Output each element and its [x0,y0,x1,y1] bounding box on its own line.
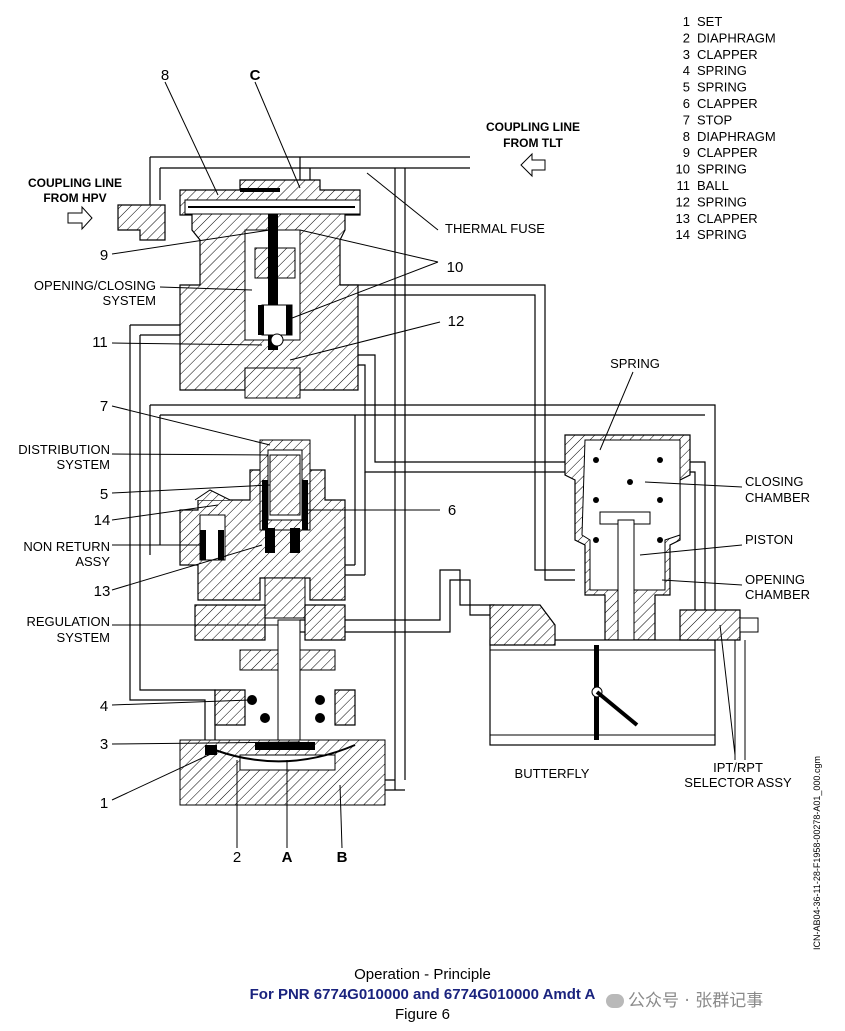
non-return-label-2: ASSY [75,554,110,569]
legend-name-4: SPRING [697,63,747,78]
legend-num-13: 13 [676,211,690,226]
legend-num-14: 14 [676,227,690,242]
distribution-assembly [179,439,346,619]
closing-chamber-label: CLOSING [745,474,804,489]
opening-chamber-label-2: CHAMBER [745,587,810,602]
legend-num-3: 3 [683,47,690,62]
butterfly-label: BUTTERFLY [515,766,590,781]
callout-3: 3 [100,736,108,753]
ipt-rpt-selector [679,609,759,760]
actuator [564,434,691,646]
legend-num-5: 5 [683,80,690,95]
ipt-rpt-label-2: SELECTOR ASSY [684,775,792,790]
legend-num-4: 4 [683,63,690,78]
callout-14: 14 [94,512,111,529]
callout-2: 2 [233,849,241,866]
legend-name-5: SPRING [697,80,747,95]
legend-num-8: 8 [683,129,690,144]
legend-num-1: 1 [683,14,690,29]
legend-name-11: BALL [697,178,729,193]
legend-num-10: 10 [676,162,690,177]
legend-name-13: CLAPPER [697,211,758,226]
legend-name-7: STOP [697,112,732,127]
distribution-label-2: SYSTEM [57,457,110,472]
icn-reference: ICN-AB04-36-11-28-F1958-00278-A01_000.cg… [812,756,822,950]
distribution-label: DISTRIBUTION [18,442,110,457]
spring-label: SPRING [610,356,660,371]
callout-11: 11 [92,334,108,351]
thermal-fuse-label: THERMAL FUSE [445,221,545,236]
legend-name-10: SPRING [697,162,747,177]
legend-name-3: CLAPPER [697,47,758,62]
opening-closing-body [117,179,361,399]
callout-9: 9 [100,247,108,264]
legend-name-2: DIAPHRAGM [697,30,776,45]
legend-name-9: CLAPPER [697,145,758,160]
callout-C: C [250,67,261,84]
legend-num-12: 12 [676,194,690,209]
callout-12: 12 [448,313,465,330]
legend-num-6: 6 [683,96,690,111]
legend-num-9: 9 [683,145,690,160]
callout-1: 1 [100,795,108,812]
coupling-tlt-label-2: FROM TLT [503,136,563,150]
legend-name-14: SPRING [697,227,747,242]
caption-title: Operation - Principle [354,966,491,983]
legend-num-7: 7 [683,112,690,127]
opening-closing-label: OPENING/CLOSING [34,278,156,293]
opening-closing-label-2: SYSTEM [103,293,156,308]
tlt-arrow-icon [520,152,546,178]
legend-name-1: SET [697,14,722,29]
coupling-hpv-label: COUPLING LINE [28,176,122,190]
watermark: 公众号 · 张群记事 [606,986,763,1011]
caption-figure: Figure 6 [394,1006,451,1023]
callout-8: 8 [161,67,169,84]
callout-5: 5 [100,486,108,503]
legend-name-12: SPRING [697,194,747,209]
caption-pnr: For PNR 6774G010000 and 6774G010000 Amdt… [249,986,596,1003]
callout-10: 10 [447,259,464,276]
callout-A: A [282,849,293,866]
non-return-label: NON RETURN [23,539,110,554]
opening-chamber-label: OPENING [745,572,805,587]
legend-name-8: DIAPHRAGM [697,129,776,144]
butterfly-duct [489,604,716,746]
regulation-body [179,604,386,806]
callout-7: 7 [100,398,108,415]
closing-chamber-label-2: CHAMBER [745,490,810,505]
callout-6: 6 [448,502,456,519]
legend-name-6: CLAPPER [697,96,758,111]
coupling-tlt-label: COUPLING LINE [486,120,580,134]
regulation-label-2: SYSTEM [57,630,110,645]
wechat-icon [606,994,624,1008]
legend-num-2: 2 [683,30,690,45]
coupling-hpv-label-2: FROM HPV [43,191,106,205]
callout-4: 4 [100,698,108,715]
legend-num-11: 11 [677,178,691,193]
regulation-label: REGULATION [26,614,110,629]
leader-lines [111,81,743,849]
hpv-arrow-icon [67,205,93,231]
ipt-rpt-label: IPT/RPT [713,760,763,775]
callout-13: 13 [94,583,111,600]
callout-B: B [337,849,348,866]
watermark-text: 公众号 · 张群记事 [628,991,764,1011]
piston-label: PISTON [745,532,793,547]
